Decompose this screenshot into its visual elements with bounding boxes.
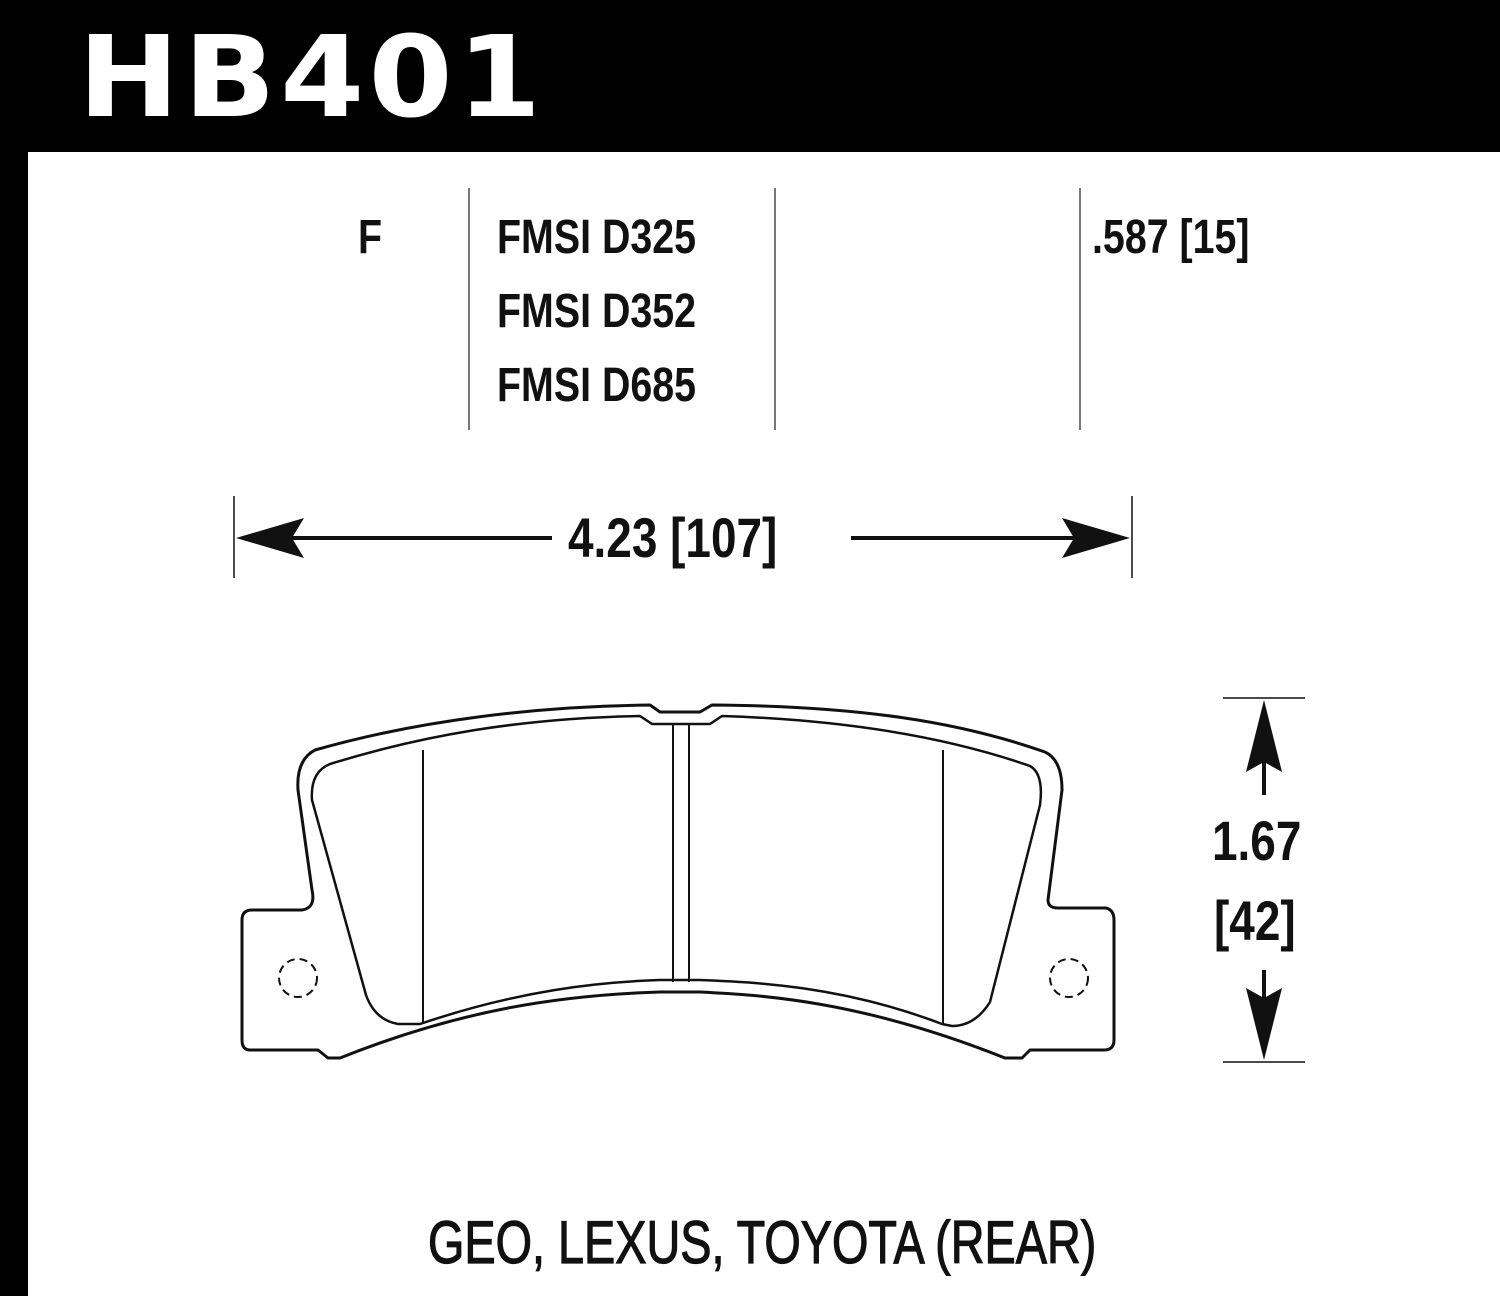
mounting-hole-right-icon — [1049, 958, 1089, 998]
height-dimension-inches: 1.67 — [1212, 809, 1302, 872]
table-divider-1 — [468, 188, 470, 430]
height-dimension-mm: [42] — [1214, 889, 1296, 952]
fmsi-code-2: FMSI D352 — [497, 285, 697, 338]
fmsi-code-3: FMSI D685 — [497, 359, 697, 412]
fmsi-code-1: FMSI D325 — [497, 211, 697, 264]
table-divider-3 — [1079, 188, 1081, 430]
header-band — [0, 0, 1500, 152]
thickness-value: .587 [15] — [1092, 211, 1250, 264]
position-label: F — [358, 211, 383, 264]
arrow-up-icon — [1246, 700, 1282, 772]
backing-plate-outline — [240, 703, 1116, 1060]
part-number-title: HB401 — [78, 13, 546, 143]
arrow-down-icon — [1246, 988, 1282, 1060]
left-frame-bar — [0, 0, 28, 1296]
height-dimension — [1223, 697, 1305, 1063]
friction-pad-outline — [310, 714, 1043, 1028]
arrow-right-icon — [1062, 518, 1130, 558]
width-dimension-label: 4.23 [107] — [568, 506, 778, 569]
mounting-hole-left-icon — [278, 958, 318, 998]
width-dimension — [233, 496, 1133, 578]
table-divider-2 — [774, 188, 776, 430]
arrow-left-icon — [236, 518, 304, 558]
vehicle-application-label: GEO, LEXUS, TOYOTA (REAR) — [428, 1208, 1097, 1276]
